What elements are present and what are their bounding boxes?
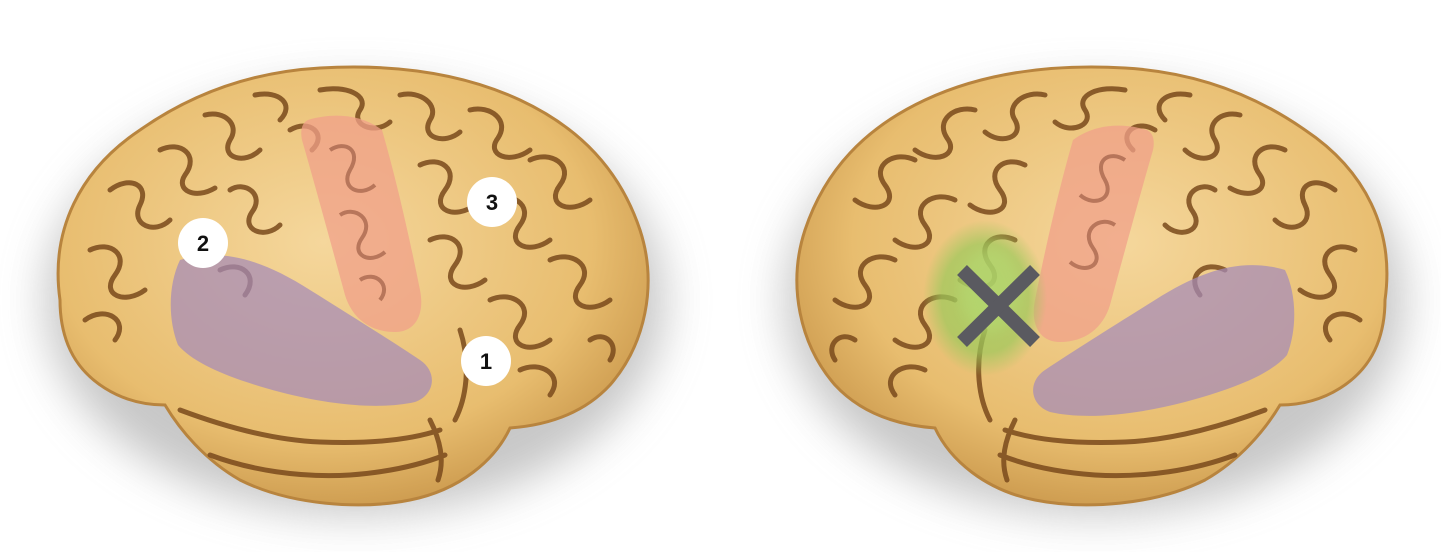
label-3-text: 3 [486, 190, 498, 215]
label-2-text: 2 [197, 231, 209, 256]
label-badge-2: 2 [178, 218, 228, 268]
label-badge-1: 1 [461, 336, 511, 386]
label-1-text: 1 [480, 349, 492, 374]
label-badge-3: 3 [467, 177, 517, 227]
